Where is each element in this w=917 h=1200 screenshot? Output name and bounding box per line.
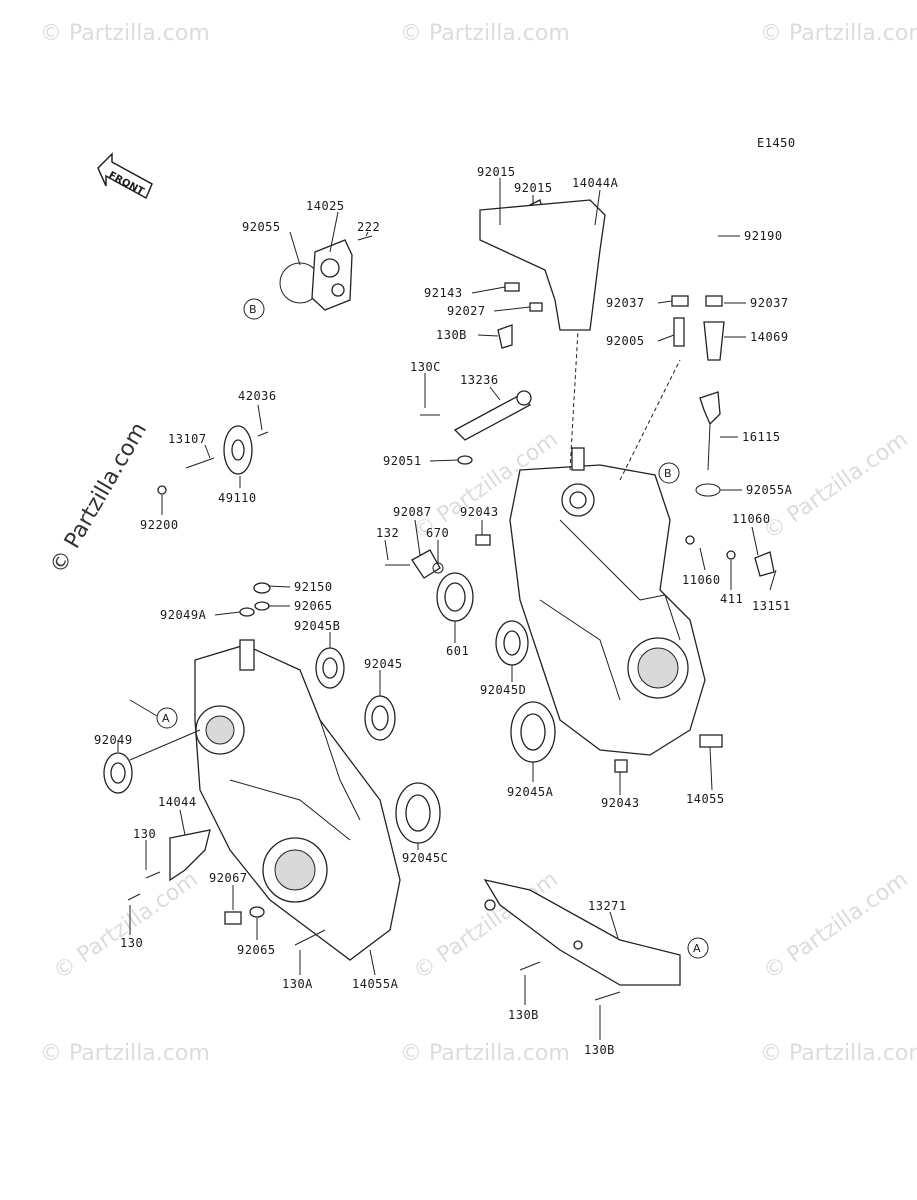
- leader-lines: [117, 178, 777, 1040]
- part-label: 601: [446, 644, 469, 658]
- part-label: 132: [376, 526, 399, 540]
- part-label: 92045C: [402, 851, 448, 865]
- part-label: 13151: [752, 599, 791, 613]
- watermark: © Partzilla.com: [400, 21, 570, 46]
- gasket: A: [483, 879, 709, 1001]
- part-label: 14055A: [352, 977, 399, 991]
- watermark-vertical: © Partzilla.com: [46, 418, 153, 578]
- part-label: 92049: [94, 733, 133, 747]
- part-label: 14044: [158, 795, 197, 809]
- part-label: 14025: [306, 199, 345, 213]
- part-label: 92037: [606, 296, 645, 310]
- part-label: 49110: [218, 491, 257, 505]
- part-label: 92015: [477, 165, 516, 179]
- watermark: © Partzilla.com: [760, 1041, 917, 1066]
- part-label: 92190: [744, 229, 783, 243]
- part-label: 92027: [447, 304, 486, 318]
- bracket-group: [479, 199, 606, 349]
- part-label: 92005: [606, 334, 645, 348]
- part-label: 11060: [732, 512, 771, 526]
- part-label: 92037: [750, 296, 789, 310]
- oil-pump-gear-group: [157, 425, 269, 495]
- part-label: 92150: [294, 580, 333, 594]
- right-case-cover: B: [509, 447, 775, 773]
- left-case: A: [156, 582, 401, 961]
- part-label: 92065: [237, 943, 276, 957]
- part-label: 92067: [209, 871, 248, 885]
- part-label: 14044A: [572, 176, 619, 190]
- ref-b-marker: B: [249, 303, 257, 316]
- watermark: © Partzilla.com: [40, 21, 210, 46]
- part-label: 92045: [364, 657, 403, 671]
- part-label: 92087: [393, 505, 432, 519]
- shift-lever-group: [385, 390, 532, 579]
- part-label: 130B: [584, 1043, 615, 1057]
- part-label: 92049A: [160, 608, 207, 622]
- part-labels: 92015 92015 14044A 14025 92055 222 92190…: [94, 165, 793, 1057]
- part-label: 130: [120, 936, 143, 950]
- ref-a-marker: A: [162, 712, 170, 725]
- part-label: 11060: [682, 573, 721, 587]
- diagram-code: E1450: [757, 136, 796, 150]
- ref-b-marker: B: [664, 467, 672, 480]
- watermark: © Partzilla.com: [400, 1041, 570, 1066]
- part-label: 92065: [294, 599, 333, 613]
- part-label: 130C: [410, 360, 441, 374]
- part-label: 92055A: [746, 483, 793, 497]
- bearings-left: [103, 647, 441, 946]
- part-label: 92043: [460, 505, 499, 519]
- part-label: 92143: [424, 286, 463, 300]
- watermark: © Partzilla.com: [759, 867, 912, 985]
- watermark: © Partzilla.com: [760, 21, 917, 46]
- oil-pump-cover-group: B: [243, 235, 373, 320]
- watermark: © Partzilla.com: [49, 867, 202, 985]
- part-label: 42036: [238, 389, 277, 403]
- part-label: 130A: [282, 977, 313, 991]
- part-label: 130B: [508, 1008, 539, 1022]
- part-label: 92045D: [480, 683, 526, 697]
- part-label: 130B: [436, 328, 467, 342]
- part-label: 92051: [383, 454, 422, 468]
- part-label: 16115: [742, 430, 781, 444]
- part-label: 13107: [168, 432, 207, 446]
- front-arrow-icon: FRONT: [97, 152, 153, 200]
- part-label: 222: [357, 220, 380, 234]
- part-label: 670: [426, 526, 449, 540]
- ref-a-marker: A: [693, 942, 701, 955]
- breather-hose-group: [671, 192, 725, 497]
- part-label: 130: [133, 827, 156, 841]
- part-label: 13271: [588, 899, 627, 913]
- part-label: 14069: [750, 330, 789, 344]
- watermark: © Partzilla.com: [40, 1041, 210, 1066]
- part-label: 92055: [242, 220, 281, 234]
- part-label: 92045B: [294, 619, 340, 633]
- part-label: 92045A: [507, 785, 554, 799]
- part-label: 92043: [601, 796, 640, 810]
- part-label: 14055: [686, 792, 725, 806]
- bearings-right: [436, 572, 556, 763]
- part-label: 411: [720, 592, 743, 606]
- part-label: 92015: [514, 181, 553, 195]
- part-label: 13236: [460, 373, 499, 387]
- part-label: 92200: [140, 518, 179, 532]
